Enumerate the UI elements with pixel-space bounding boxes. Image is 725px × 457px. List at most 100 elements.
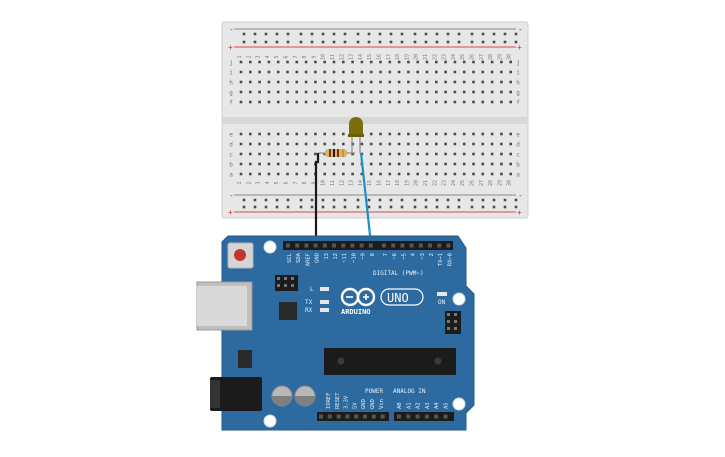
terminal-hole[interactable] <box>490 60 494 64</box>
rail-hole[interactable] <box>321 198 325 202</box>
terminal-hole[interactable] <box>239 100 243 104</box>
rail-hole[interactable] <box>356 40 360 44</box>
terminal-hole[interactable] <box>239 60 243 64</box>
rail-hole[interactable] <box>332 40 336 44</box>
terminal-hole[interactable] <box>295 70 299 74</box>
terminal-hole[interactable] <box>360 142 364 146</box>
rail-hole[interactable] <box>343 32 347 36</box>
terminal-hole[interactable] <box>509 142 512 146</box>
terminal-hole[interactable] <box>388 60 392 64</box>
rail-hole[interactable] <box>446 40 450 44</box>
terminal-hole[interactable] <box>295 90 299 94</box>
terminal-hole[interactable] <box>249 90 252 94</box>
rail-hole[interactable] <box>264 198 268 202</box>
terminal-hole[interactable] <box>314 100 317 104</box>
rail-hole[interactable] <box>457 205 461 209</box>
terminal-hole[interactable] <box>500 70 503 74</box>
rail-hole[interactable] <box>253 205 257 209</box>
analog-pin-hole[interactable] <box>443 414 448 419</box>
terminal-hole[interactable] <box>397 100 401 104</box>
rail-hole[interactable] <box>343 40 347 44</box>
terminal-hole[interactable] <box>453 70 457 74</box>
rail-hole[interactable] <box>242 32 246 36</box>
terminal-hole[interactable] <box>453 132 457 136</box>
rail-hole[interactable] <box>503 32 507 36</box>
rail-hole[interactable] <box>242 40 246 44</box>
terminal-hole[interactable] <box>500 152 503 156</box>
rail-hole[interactable] <box>253 40 257 44</box>
terminal-hole[interactable] <box>369 172 373 176</box>
terminal-hole[interactable] <box>267 80 271 84</box>
terminal-hole[interactable] <box>453 80 457 84</box>
terminal-hole[interactable] <box>249 152 252 156</box>
terminal-hole[interactable] <box>462 162 466 166</box>
terminal-hole[interactable] <box>472 60 475 64</box>
terminal-hole[interactable] <box>416 70 419 74</box>
terminal-hole[interactable] <box>444 90 447 94</box>
terminal-hole[interactable] <box>425 100 429 104</box>
rail-hole[interactable] <box>286 198 290 202</box>
rail-hole[interactable] <box>503 205 507 209</box>
terminal-hole[interactable] <box>314 80 317 84</box>
terminal-hole[interactable] <box>332 80 336 84</box>
terminal-hole[interactable] <box>435 80 438 84</box>
terminal-hole[interactable] <box>453 152 457 156</box>
rail-hole[interactable] <box>503 40 507 44</box>
digital-pin-hole[interactable] <box>332 243 336 248</box>
rail-hole[interactable] <box>446 32 450 36</box>
rail-hole[interactable] <box>400 40 404 44</box>
rail-hole[interactable] <box>446 205 450 209</box>
terminal-hole[interactable] <box>249 162 252 166</box>
terminal-hole[interactable] <box>453 90 457 94</box>
terminal-hole[interactable] <box>249 172 252 176</box>
rail-hole[interactable] <box>389 32 393 36</box>
terminal-hole[interactable] <box>500 90 503 94</box>
terminal-hole[interactable] <box>397 90 401 94</box>
terminal-hole[interactable] <box>435 70 438 74</box>
terminal-hole[interactable] <box>267 142 271 146</box>
rail-hole[interactable] <box>343 198 347 202</box>
rail-hole[interactable] <box>389 198 393 202</box>
terminal-hole[interactable] <box>444 162 447 166</box>
terminal-hole[interactable] <box>267 100 271 104</box>
digital-pin-hole[interactable] <box>437 243 442 248</box>
rail-hole[interactable] <box>367 32 371 36</box>
terminal-hole[interactable] <box>462 60 466 64</box>
terminal-hole[interactable] <box>379 90 382 94</box>
rail-hole[interactable] <box>332 32 336 36</box>
digital-pin-hole[interactable] <box>446 243 451 248</box>
terminal-hole[interactable] <box>444 60 447 64</box>
terminal-hole[interactable] <box>267 162 271 166</box>
terminal-hole[interactable] <box>258 60 261 64</box>
terminal-hole[interactable] <box>407 152 410 156</box>
power-pin-hole[interactable] <box>363 414 367 419</box>
rail-hole[interactable] <box>470 32 474 36</box>
terminal-hole[interactable] <box>397 152 401 156</box>
terminal-hole[interactable] <box>388 142 392 146</box>
analog-pin-hole[interactable] <box>434 414 439 419</box>
terminal-hole[interactable] <box>342 100 345 104</box>
terminal-hole[interactable] <box>500 60 503 64</box>
terminal-hole[interactable] <box>351 80 354 84</box>
rail-hole[interactable] <box>321 32 325 36</box>
rail-hole[interactable] <box>367 205 371 209</box>
rail-hole[interactable] <box>492 205 496 209</box>
rail-hole[interactable] <box>514 198 518 202</box>
rail-hole[interactable] <box>242 205 246 209</box>
rail-hole[interactable] <box>481 198 485 202</box>
terminal-hole[interactable] <box>369 90 373 94</box>
rail-hole[interactable] <box>310 198 314 202</box>
rail-hole[interactable] <box>275 205 279 209</box>
terminal-hole[interactable] <box>416 162 419 166</box>
terminal-hole[interactable] <box>304 162 308 166</box>
terminal-hole[interactable] <box>360 100 364 104</box>
rail-hole[interactable] <box>253 198 257 202</box>
rail-hole[interactable] <box>446 198 450 202</box>
terminal-hole[interactable] <box>407 162 410 166</box>
rail-hole[interactable] <box>435 198 439 202</box>
terminal-hole[interactable] <box>379 152 382 156</box>
terminal-hole[interactable] <box>490 70 494 74</box>
rail-hole[interactable] <box>321 40 325 44</box>
terminal-hole[interactable] <box>472 162 475 166</box>
